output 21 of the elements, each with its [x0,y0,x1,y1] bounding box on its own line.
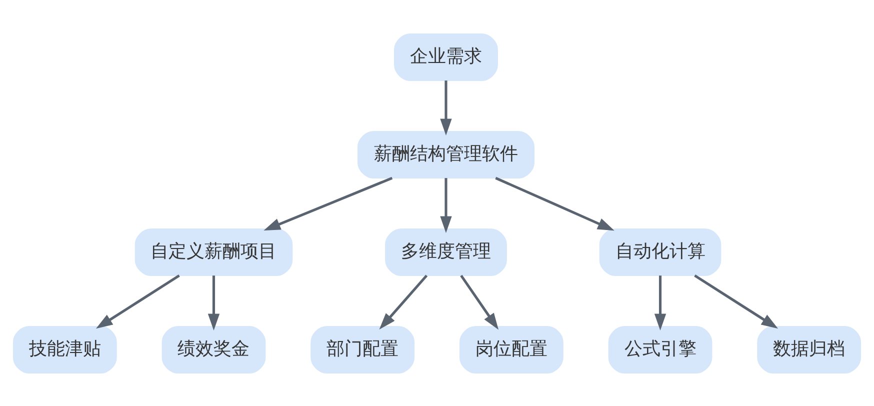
arrow [208,275,220,330]
node-box: 企业需求 [394,32,498,80]
node-box: 数据归档 [757,326,862,374]
node-box: 自动化计算 [599,228,722,276]
node-box: 多维度管理 [385,228,507,276]
node-box: 自定义薪酬项目 [134,228,293,276]
arrow [654,275,666,330]
node-box: 薪酬结构管理软件 [357,130,535,178]
arrow [440,178,452,232]
node-box: 部门配置 [310,326,415,374]
node-box: 岗位配置 [459,326,564,374]
node-box: 公式引擎 [608,326,712,374]
arrow [96,274,180,328]
arrow [440,80,452,135]
arrow [264,176,393,230]
arrow [694,274,778,328]
node-box: 技能津贴 [12,326,117,374]
arrow [495,176,614,230]
node-box: 绩效奖金 [162,326,266,374]
arrow [460,274,499,330]
arrow [379,274,428,329]
